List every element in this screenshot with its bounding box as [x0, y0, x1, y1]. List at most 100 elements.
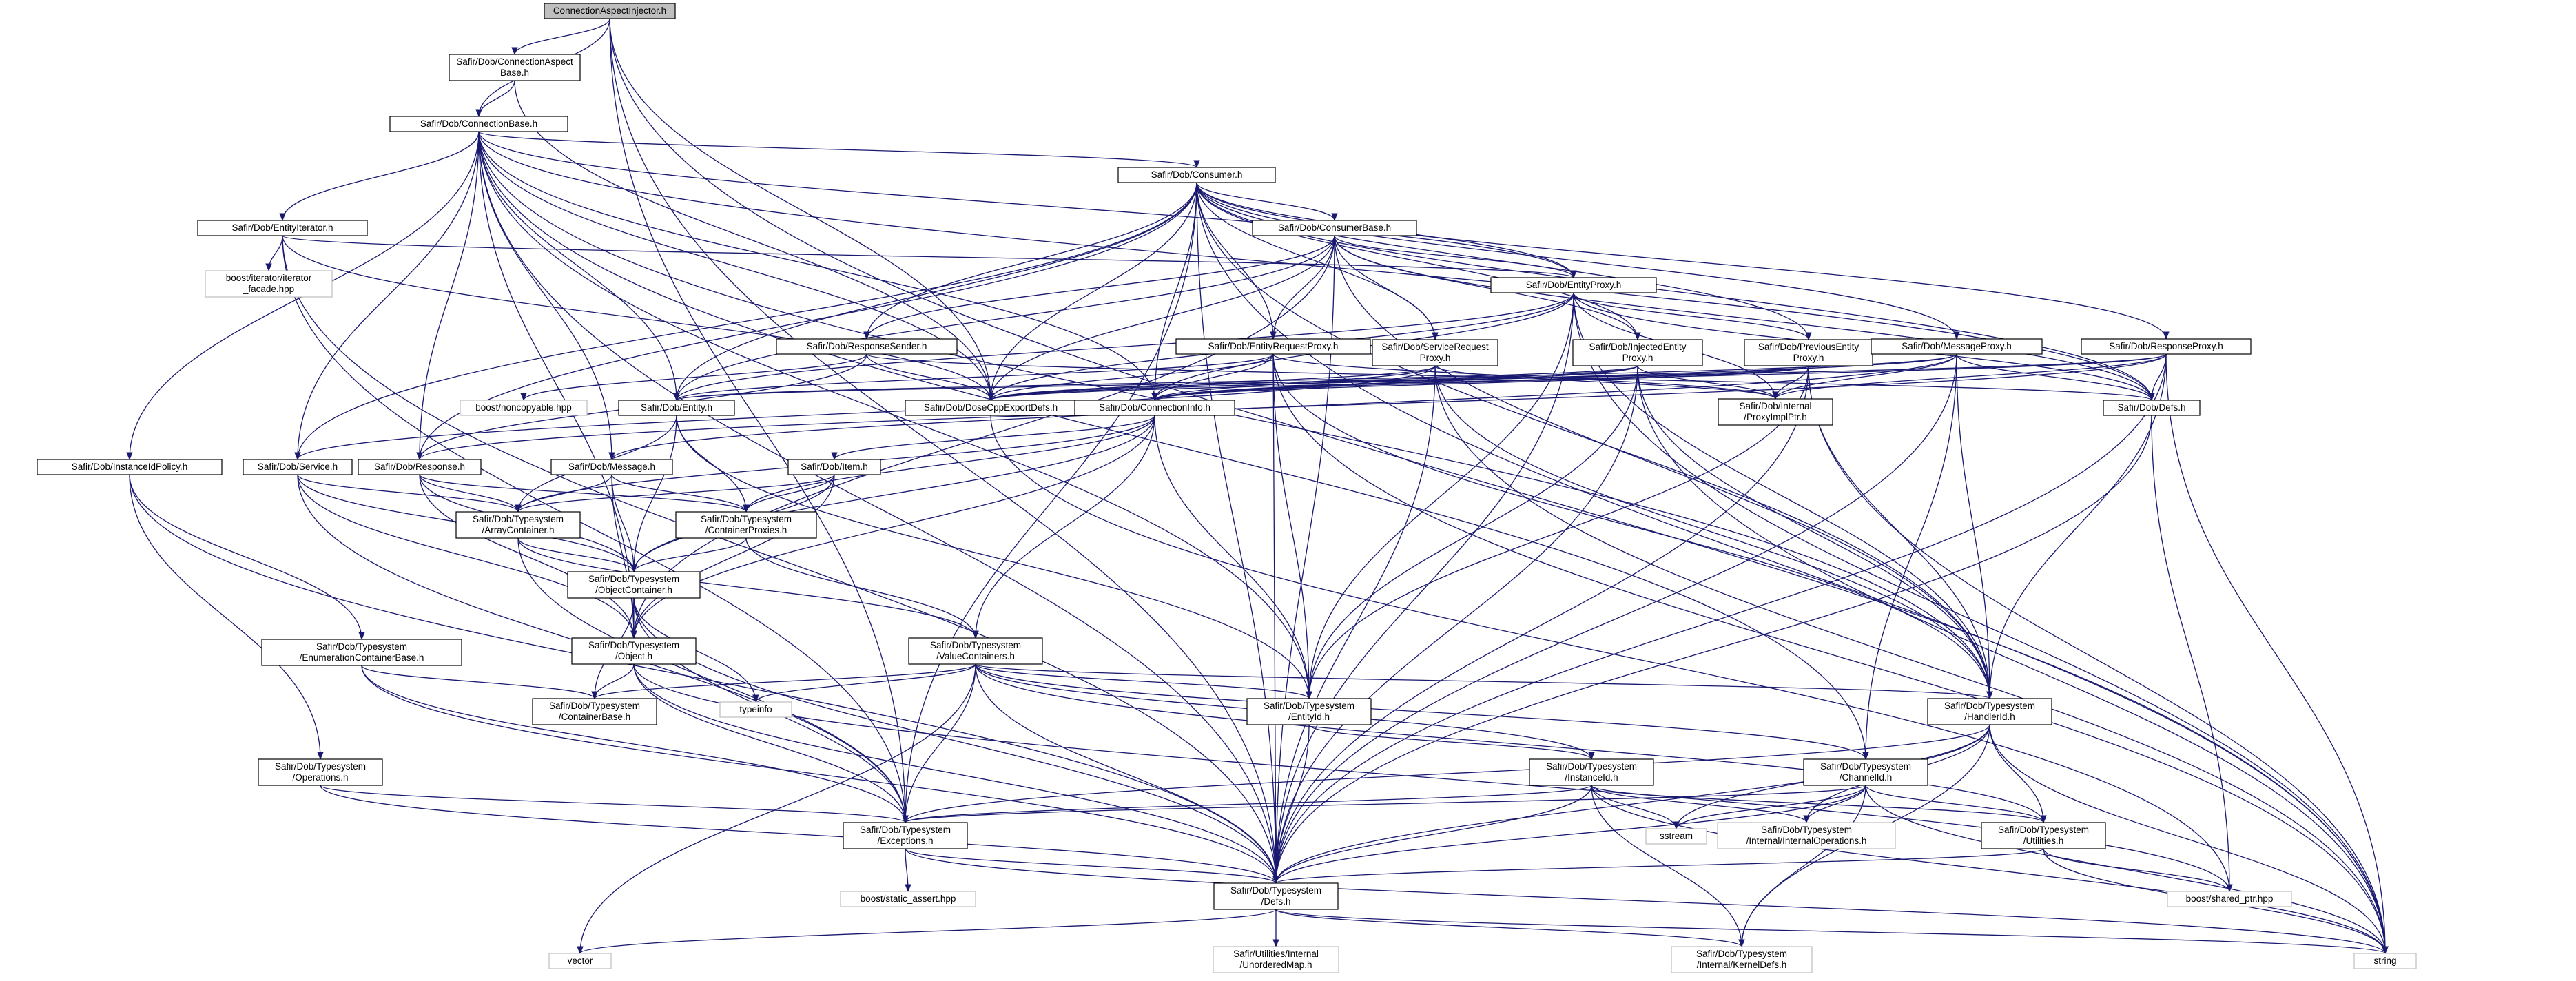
- edge-connectioninfo-to-objectcontainer: [630, 415, 1155, 573]
- node-typeinfo[interactable]: typeinfo: [719, 701, 792, 718]
- node-entityproxy[interactable]: Safir/Dob/EntityProxy.h: [1490, 277, 1657, 293]
- node-consumer[interactable]: Safir/Dob/Consumer.h: [1117, 167, 1276, 183]
- node-string[interactable]: string: [2353, 953, 2417, 969]
- node-connectionaspectinjector[interactable]: ConnectionAspectInjector.h: [544, 3, 676, 19]
- node-operations[interactable]: Safir/Dob/Typesystem/Operations.h: [258, 758, 383, 786]
- edge-consumer-to-handlerid: [1196, 182, 1993, 700]
- edge-responseproxy-to-dosecppexportdefs: [987, 353, 2167, 402]
- node-instanceid[interactable]: Safir/Dob/Typesystem/InstanceId.h: [1529, 758, 1654, 786]
- node-label: /Object.h: [615, 651, 652, 661]
- node-boostnoncopyable[interactable]: boost/noncopyable.hpp: [460, 400, 588, 416]
- node-box: [1927, 698, 2052, 725]
- edge-consumer-to-dosecppexportdefs: [987, 182, 1197, 402]
- edge-entityproxy-to-string: [1573, 292, 2389, 955]
- edge-typesystemdefs-to-string: [1275, 909, 2389, 955]
- node-connectionbase[interactable]: Safir/Dob/ConnectionBase.h: [389, 116, 568, 132]
- edge-entityrequestproxy-to-handlerid: [1272, 353, 1993, 700]
- node-label: /Internal/KernelDefs.h: [1697, 960, 1787, 970]
- node-handlerid[interactable]: Safir/Dob/Typesystem/HandlerId.h: [1927, 698, 2052, 725]
- edge-instanceid-to-exceptions: [902, 785, 1592, 824]
- node-response[interactable]: Safir/Dob/Response.h: [358, 459, 482, 475]
- node-entityiterator[interactable]: Safir/Dob/EntityIterator.h: [197, 220, 368, 236]
- node-proxyimplptr[interactable]: Safir/Dob/Internal/ProxyImplPtr.h: [1718, 398, 1833, 426]
- node-sstream[interactable]: sstream: [1645, 828, 1707, 845]
- node-label: /EntityId.h: [1288, 712, 1330, 722]
- node-responsesender[interactable]: Safir/Dob/ResponseSender.h: [776, 338, 958, 355]
- edge-message-to-object: [611, 474, 637, 639]
- node-booststaticassert[interactable]: boost/static_assert.hpp: [840, 891, 976, 907]
- node-responseproxy[interactable]: Safir/Dob/ResponseProxy.h: [2081, 338, 2252, 355]
- edge-valuecontainers-to-vector: [577, 663, 976, 955]
- node-internaloperations[interactable]: Safir/Dob/Typesystem/Internal/InternalOp…: [1717, 822, 1896, 849]
- edge-exceptions-to-string: [905, 848, 2389, 955]
- node-dobdefs[interactable]: Safir/Dob/Defs.h: [2103, 400, 2201, 416]
- node-label: boost/iterator/iterator: [226, 273, 312, 283]
- node-box: [618, 400, 735, 416]
- node-boostsharedptr[interactable]: boost/shared_ptr.hpp: [2167, 891, 2292, 907]
- edge-typesystemdefs-to-kerneldefs: [1275, 909, 1745, 948]
- node-channelid[interactable]: Safir/Dob/Typesystem/ChannelId.h: [1803, 758, 1928, 786]
- node-label: sstream: [1660, 831, 1693, 841]
- node-box: [2353, 953, 2417, 969]
- edge-entityid-to-typesystemdefs: [1272, 724, 1310, 885]
- node-consumerbase[interactable]: Safir/Dob/ConsumerBase.h: [1252, 220, 1417, 236]
- node-message[interactable]: Safir/Dob/Message.h: [550, 459, 673, 475]
- node-label: typeinfo: [739, 704, 772, 714]
- node-containerproxies[interactable]: Safir/Dob/Typesystem/ContainerProxies.h: [675, 511, 817, 539]
- node-messageproxy[interactable]: Safir/Dob/MessageProxy.h: [1871, 338, 2043, 355]
- edge-connectioninfo-to-item: [831, 415, 1155, 461]
- edge-consumer-to-responsesender: [863, 182, 1197, 340]
- node-exceptions[interactable]: Safir/Dob/Typesystem/Exceptions.h: [843, 822, 968, 849]
- node-box: [1572, 339, 1703, 366]
- node-entity[interactable]: Safir/Dob/Entity.h: [618, 400, 735, 416]
- edge-servicerequestproxy-to-handlerid: [1434, 365, 1993, 700]
- node-entityid[interactable]: Safir/Dob/Typesystem/EntityId.h: [1246, 698, 1372, 725]
- node-label: /Internal/InternalOperations.h: [1746, 836, 1867, 846]
- node-dosecppexportdefs[interactable]: Safir/Dob/DoseCppExportDefs.h: [905, 400, 1077, 416]
- node-boostiterator[interactable]: boost/iterator/iterator_facade.hpp: [205, 270, 333, 298]
- edge-connectionaspectinjector-to-dosecppexportdefs: [609, 18, 994, 402]
- node-arraycontainer[interactable]: Safir/Dob/Typesystem/ArrayContainer.h: [455, 511, 581, 539]
- node-label: Safir/Dob/Typesystem: [316, 641, 407, 652]
- node-utilities[interactable]: Safir/Dob/Typesystem/Utilities.h: [1981, 822, 2106, 849]
- node-object[interactable]: Safir/Dob/Typesystem/Object.h: [571, 637, 697, 665]
- node-label: Proxy.h: [1420, 353, 1451, 363]
- edge-connectioninfo-to-valuecontainers: [972, 415, 1155, 639]
- edge-messageproxy-to-typesystemdefs: [1272, 353, 1957, 885]
- node-service[interactable]: Safir/Dob/Service.h: [243, 459, 353, 475]
- node-box: [908, 637, 1043, 665]
- node-item[interactable]: Safir/Dob/Item.h: [787, 459, 881, 475]
- node-instanceidpolicy[interactable]: Safir/Dob/InstanceIdPolicy.h: [37, 459, 223, 475]
- node-unorderedmap[interactable]: Safir/Utilities/Internal/UnorderedMap.h: [1213, 946, 1339, 973]
- node-containerbase[interactable]: Safir/Dob/Typesystem/ContainerBase.h: [532, 698, 657, 725]
- node-kerneldefs[interactable]: Safir/Dob/Typesystem/Internal/KernelDefs…: [1671, 946, 1813, 973]
- node-entityrequestproxy[interactable]: Safir/Dob/EntityRequestProxy.h: [1175, 338, 1371, 355]
- node-label: Base.h: [500, 68, 529, 78]
- node-box: [787, 459, 881, 475]
- node-box: [1213, 946, 1339, 973]
- node-enumerationcontainerbase[interactable]: Safir/Dob/Typesystem/EnumerationContaine…: [261, 639, 462, 666]
- node-label: Safir/Dob/ResponseSender.h: [807, 341, 927, 351]
- edge-injectedentityproxy-to-entityid: [1306, 365, 1638, 700]
- edge-previousentityproxy-to-dosecppexportdefs: [987, 365, 1809, 402]
- node-valuecontainers[interactable]: Safir/Dob/Typesystem/ValueContainers.h: [908, 637, 1043, 665]
- node-label: /ContainerProxies.h: [705, 525, 787, 535]
- node-box: [1671, 946, 1813, 973]
- edge-enumerationcontainerbase-to-containerbase: [361, 665, 598, 700]
- node-box: [37, 459, 223, 475]
- node-objectcontainer[interactable]: Safir/Dob/Typesystem/ObjectContainer.h: [567, 571, 701, 599]
- node-label: Safir/Dob/ResponseProxy.h: [2109, 341, 2223, 351]
- edge-response-to-object: [419, 474, 637, 639]
- node-vector[interactable]: vector: [548, 953, 612, 969]
- edge-valuecontainers-to-handlerid: [975, 663, 1992, 700]
- edge-responseproxy-to-connectioninfo: [1151, 353, 2167, 402]
- node-typesystemdefs[interactable]: Safir/Dob/Typesystem/Defs.h: [1213, 882, 1339, 910]
- edge-servicerequestproxy-to-service: [294, 365, 1436, 461]
- node-label: boost/noncopyable.hpp: [475, 402, 572, 413]
- node-connectioninfo[interactable]: Safir/Dob/ConnectionInfo.h: [1074, 400, 1235, 416]
